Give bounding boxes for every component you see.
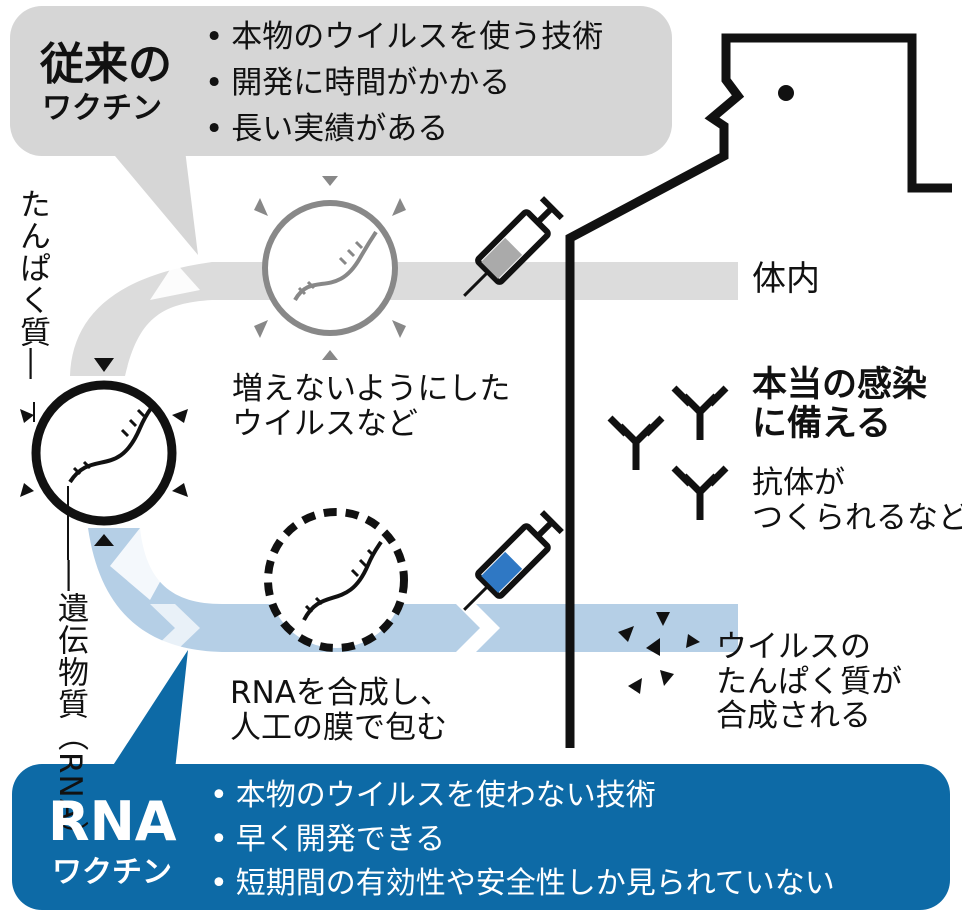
syringe-icon	[463, 196, 564, 297]
syringe-icon	[463, 510, 564, 611]
rna-synthesis-label: RNAを合成し、 人工の膜で包む	[230, 675, 451, 746]
conventional-title-line2: ワクチン	[42, 91, 162, 126]
rna-arrow-chevron-1	[110, 528, 172, 600]
lipid-nanoparticle-icon	[264, 508, 408, 652]
person-eye	[778, 85, 794, 101]
rna-title-line1: RNA	[48, 790, 177, 853]
weakened-virus-icon	[254, 176, 406, 360]
person-outline-icon	[565, 33, 952, 748]
inside-body-label: 体内	[752, 259, 820, 299]
rna-bullet: 早く開発できる	[210, 818, 835, 862]
rna-arrow-chevron-3	[150, 604, 200, 652]
conventional-arrow-notch	[150, 262, 200, 300]
rna-flow-arrow	[88, 528, 738, 652]
conventional-bullets: 本物のウイルスを使う技術 開発に時間がかかる 長い実績がある	[205, 14, 603, 152]
conventional-title-line1: 従来の	[40, 39, 172, 90]
antibody-icon	[607, 385, 729, 520]
rna-bullet: 短期間の有効性や安全性しか見られていない	[210, 862, 835, 906]
rna-bullets: 本物のウイルスを使わない技術 早く開発できる 短期間の有効性や安全性しか見られて…	[210, 774, 835, 906]
genetic-material-label: ―遺伝物質（RNA）	[52, 560, 88, 853]
viral-protein-label: ウイルスの たんぱく質が 合成される	[716, 629, 902, 735]
conventional-bullet: 本物のウイルスを使う技術	[205, 14, 603, 60]
conventional-bullet: 開発に時間がかかる	[205, 60, 603, 106]
real-infection-label: 本当の感染 に備える	[752, 365, 928, 445]
rna-arrow-chevron-2	[456, 604, 500, 652]
weakened-virus-label: 増えないようにした ウイルスなど	[232, 371, 511, 442]
rna-bullet: 本物のウイルスを使わない技術	[210, 774, 835, 818]
virus-with-rna-icon	[20, 358, 188, 546]
protein-label: たんぱく質―	[14, 188, 50, 380]
conventional-bullet: 長い実績がある	[205, 106, 603, 152]
antibodies-label: 抗体が つくられるなど	[752, 465, 962, 536]
rna-title-line2: ワクチン	[52, 855, 172, 890]
protein-fragment-icon	[618, 612, 700, 694]
